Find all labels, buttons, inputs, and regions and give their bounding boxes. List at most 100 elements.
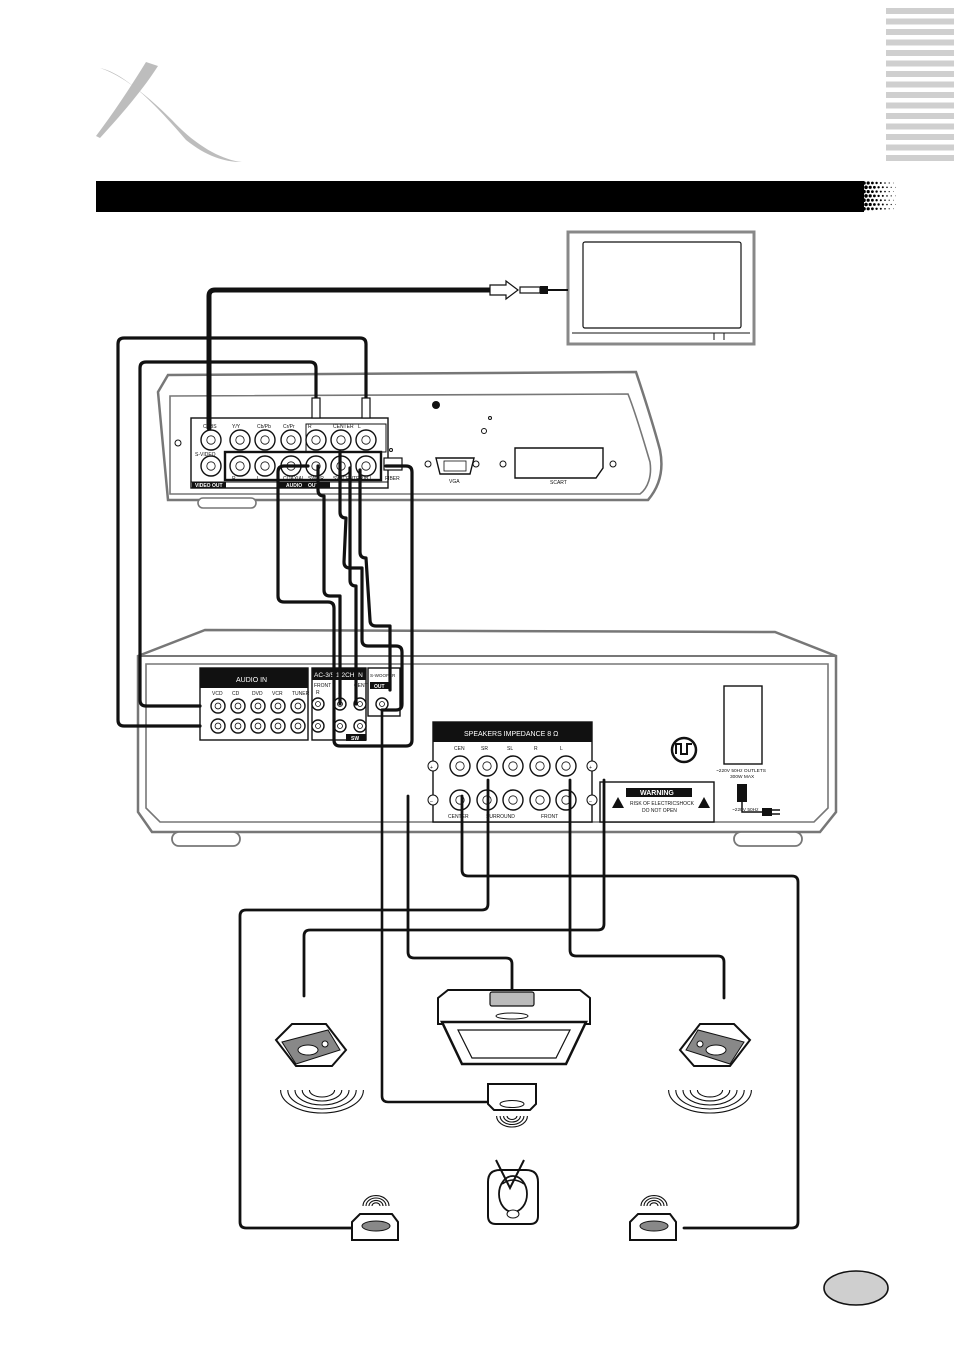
sound-wave [280, 1089, 364, 1114]
speaker-terminal-pos [529, 755, 551, 777]
dvd-bottom-jack [254, 455, 276, 477]
audio-in-title: AUDIO IN [236, 677, 267, 684]
audio-in-jack [250, 698, 266, 714]
power-plug-icon [741, 802, 780, 816]
speaker-terminal-pos [476, 755, 498, 777]
audio-in-source-label: CD [232, 691, 240, 697]
sound-wave [643, 1197, 665, 1207]
surround-left-speaker [351, 1195, 399, 1241]
dvd-bottom-label: FIBER [385, 476, 400, 482]
audio-in-source-label: DVD [252, 691, 263, 697]
subwoofer-speaker [487, 1083, 537, 1128]
dvd-top-label: L [358, 424, 361, 430]
svg-text:+: + [589, 765, 592, 771]
dvd-bottom-label: COAXIAL [283, 476, 305, 482]
dvd-top-label: Cr/Pr [283, 424, 295, 430]
audio-in-jack [210, 698, 226, 714]
audio-in-jack [270, 718, 286, 734]
sound-wave [696, 1089, 724, 1098]
speaker-terminal-neg [502, 789, 524, 811]
sound-wave [368, 1199, 384, 1207]
sound-wave [362, 1195, 390, 1207]
audio-in-source-label: VCR [272, 691, 283, 697]
speaker-terminal-neg [529, 789, 551, 811]
warning-line2: DO NOT OPEN [642, 808, 677, 814]
speaker-group-label: SURROUND [486, 814, 515, 820]
sound-wave [649, 1202, 659, 1207]
listener-icon [487, 1159, 539, 1225]
speaker-group-label: FRONT [541, 814, 558, 820]
speaker-terminal-neg [449, 789, 471, 811]
corner-tab [884, 4, 954, 164]
ac3-r: R [316, 690, 320, 696]
dvd-top-label: Cb/Pb [257, 424, 271, 430]
speaker-terminal-pos [449, 755, 471, 777]
subwoofer-out: OUT [374, 684, 385, 690]
header-bar [96, 181, 896, 212]
speaker-group-label: CENTER [448, 814, 469, 820]
dvd-bottom-label: L [257, 476, 260, 482]
speaker-terminal-pos [555, 755, 577, 777]
audio-in-jack [230, 718, 246, 734]
speaker-terminal-label: CEN [454, 746, 465, 752]
speakers-title: SPEAKERS IMPEDANCE 8 Ω [464, 731, 558, 738]
subwoofer-label: S-WOOFER [370, 673, 396, 678]
speaker-terminal-neg [555, 789, 577, 811]
dvd-top-label: Y/Y [232, 424, 241, 430]
sound-wave [287, 1089, 357, 1110]
ac3-cent: CENT [354, 683, 368, 689]
speaker-terminal-pos [502, 755, 524, 777]
ac3-front: FRONT [314, 683, 331, 689]
power-label: ~220V 50Hz [732, 807, 759, 813]
audio-in-jack [230, 698, 246, 714]
outlet-line2: 300W MAX [730, 774, 755, 780]
dvd-top-jack [229, 429, 251, 451]
outlet-line1: ~220V 50Hz OUTLETS [716, 768, 766, 774]
dvd-bottom-label: SW/CENTER [333, 476, 363, 482]
center-speaker [437, 989, 591, 1066]
ac3-sw: SW [351, 736, 359, 742]
sound-wave [301, 1089, 343, 1102]
sound-wave [496, 1115, 528, 1128]
audio-in-jack [290, 698, 306, 714]
sound-wave [682, 1089, 738, 1106]
dvd-top-jack [200, 429, 222, 451]
dvd-top-jack [280, 429, 302, 451]
front-left-speaker [274, 1023, 364, 1114]
speaker-terminal-label: SR [481, 746, 488, 752]
sound-wave [308, 1089, 336, 1098]
vga-port [435, 457, 475, 475]
brand-logo [96, 62, 242, 162]
sound-wave [689, 1089, 731, 1102]
surround-right-speaker [629, 1195, 677, 1241]
dvd-label-svideo: S-VIDEO [195, 452, 216, 458]
dvd-label-out: OUT [308, 483, 319, 489]
page-number-oval [823, 1270, 889, 1306]
audio-in-source-label: VCD [212, 691, 223, 697]
audio-in-source-label: TUNER [292, 691, 310, 697]
scart-port [514, 447, 604, 479]
dvd-top-jack [305, 429, 327, 451]
sound-wave [503, 1115, 521, 1123]
speaker-terminal-label: R [534, 746, 538, 752]
audio-in-jack [270, 698, 286, 714]
dvd-label-vga: VGA [449, 479, 460, 485]
ac-outlet [723, 685, 763, 765]
fuse-icon [670, 736, 698, 764]
tv-monitor [566, 230, 756, 346]
dvd-top-jack [254, 429, 276, 451]
warning-line1: RISK OF ELECTRICSHOCK [630, 801, 695, 807]
dvd-top-jack [355, 429, 377, 451]
dvd-bottom-label: SW/LR [308, 476, 324, 482]
dvd-label-video-out: VIDEO OUT [195, 483, 223, 489]
svg-text:–: – [589, 799, 592, 805]
svg-text:+: + [430, 765, 433, 771]
dvd-top-label: R [308, 424, 312, 430]
audio-in-jack [210, 718, 226, 734]
front-right-speaker [668, 1023, 752, 1114]
speaker-terminal-label: SL [507, 746, 513, 752]
sound-wave [668, 1089, 752, 1114]
